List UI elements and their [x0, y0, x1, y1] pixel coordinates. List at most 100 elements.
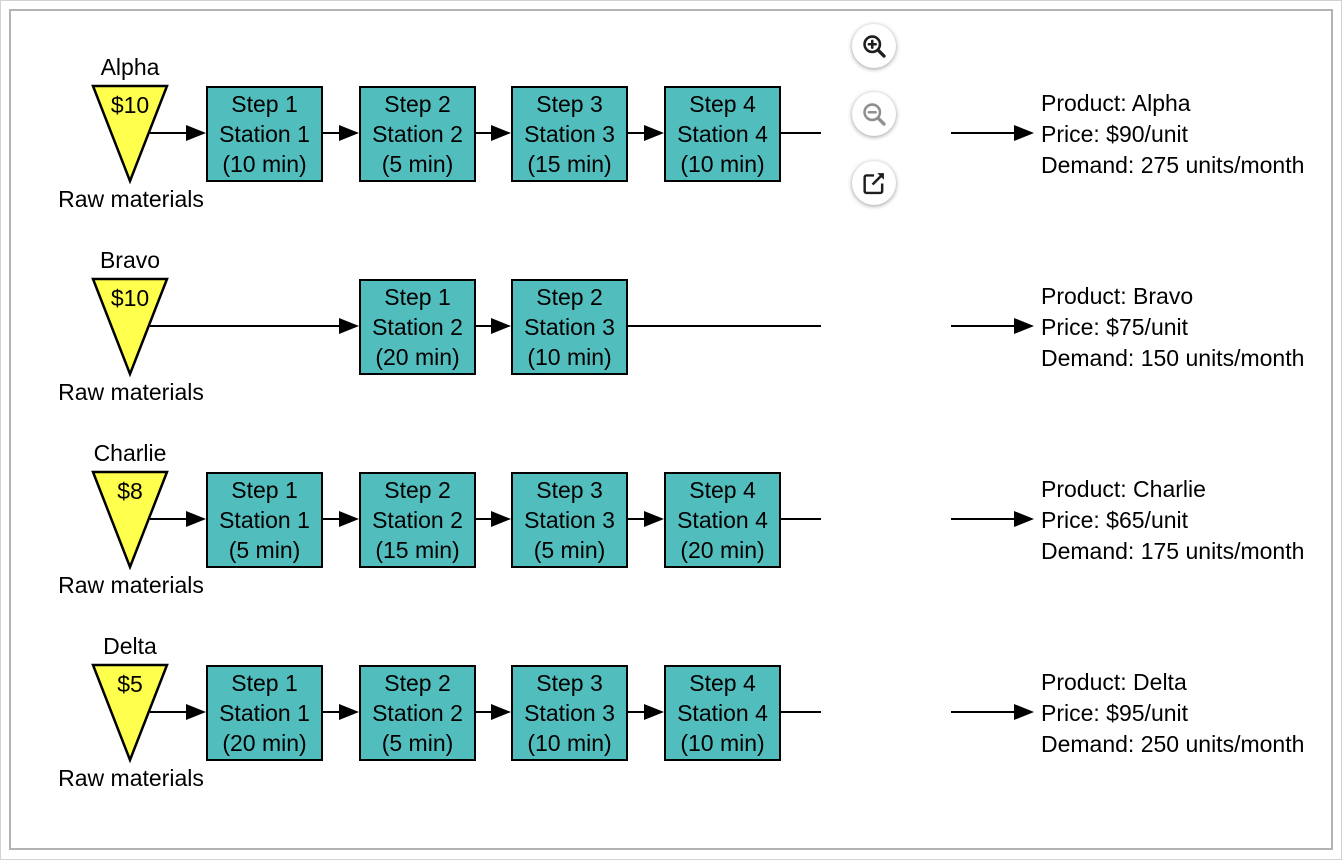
- station-time-label: (10 min): [527, 344, 612, 370]
- station-name-label: Station 3: [524, 507, 615, 533]
- station-step-label: Step 4: [689, 477, 756, 503]
- flow-line: [476, 132, 491, 134]
- raw-materials-label: Raw materials: [58, 379, 204, 405]
- flow-arrowhead: [644, 704, 664, 720]
- info-product-line: Product: Bravo: [1041, 283, 1194, 309]
- station-step-label: Step 2: [384, 91, 451, 117]
- station-box: Step 2 Station 3 (10 min): [511, 279, 628, 375]
- product-name-label: Alpha: [100, 54, 160, 80]
- product-name-label: Bravo: [99, 247, 161, 273]
- flow-arrowhead: [491, 511, 511, 527]
- product-info: Product: Delta Price: $95/unit Demand: 2…: [1041, 667, 1304, 760]
- info-demand-line: Demand: 150 units/month: [1041, 345, 1305, 371]
- flow-line: [781, 132, 821, 134]
- product-row: Bravo $10 Raw materials Step 1 Station 2…: [1, 247, 1341, 442]
- station-name-label: Station 1: [219, 121, 310, 147]
- flow-line: [476, 325, 491, 327]
- station-name-label: Station 2: [372, 314, 463, 340]
- station-name-label: Station 3: [524, 121, 615, 147]
- station-time-label: (20 min): [222, 730, 307, 756]
- flow-line: [323, 711, 339, 713]
- flow-line: [150, 518, 186, 520]
- info-demand-line: Demand: 175 units/month: [1041, 538, 1305, 564]
- station-name-label: Station 4: [677, 507, 768, 533]
- flow-line: [628, 518, 644, 520]
- zoom-out-button[interactable]: [852, 92, 896, 136]
- station-box: Step 1 Station 1 (5 min): [206, 472, 323, 568]
- raw-cost-label: $8: [117, 478, 143, 504]
- station-name-label: Station 3: [524, 700, 615, 726]
- station-step-label: Step 4: [689, 670, 756, 696]
- station-name-label: Station 2: [372, 700, 463, 726]
- flow-line: [628, 325, 821, 327]
- station-step-label: Step 1: [231, 670, 298, 696]
- station-name-label: Station 3: [524, 314, 615, 340]
- flow-arrowhead-final: [1014, 318, 1034, 334]
- raw-materials-label: Raw materials: [58, 572, 204, 598]
- station-step-label: Step 4: [689, 91, 756, 117]
- station-time-label: (20 min): [680, 537, 765, 563]
- raw-materials-label: Raw materials: [58, 186, 204, 212]
- flow-line-final: [951, 325, 1014, 327]
- product-row: Delta $5 Raw materials Step 1 Station 1 …: [1, 633, 1341, 828]
- station-box: Step 4 Station 4 (10 min): [664, 665, 781, 761]
- flow-arrowhead: [186, 704, 206, 720]
- flow-arrowhead-final: [1014, 704, 1034, 720]
- flow-arrowhead: [491, 318, 511, 334]
- flow-arrowhead: [339, 704, 359, 720]
- flow-arrowhead: [339, 125, 359, 141]
- station-time-label: (10 min): [222, 151, 307, 177]
- flow-arrowhead: [644, 125, 664, 141]
- flow-line: [323, 518, 339, 520]
- raw-cost-label: $10: [110, 285, 150, 311]
- product-row: Charlie $8 Raw materials Step 1 Station …: [1, 440, 1341, 635]
- station-name-label: Station 1: [219, 507, 310, 533]
- open-external-button[interactable]: [852, 161, 896, 205]
- station-box: Step 1 Station 2 (20 min): [359, 279, 476, 375]
- station-box: Step 3 Station 3 (10 min): [511, 665, 628, 761]
- station-time-label: (15 min): [527, 151, 612, 177]
- info-product-line: Product: Delta: [1041, 669, 1187, 695]
- station-step-label: Step 2: [384, 670, 451, 696]
- product-info: Product: Charlie Price: $65/unit Demand:…: [1041, 474, 1304, 567]
- zoom-in-button[interactable]: [852, 24, 896, 68]
- station-time-label: (10 min): [527, 730, 612, 756]
- station-name-label: Station 2: [372, 507, 463, 533]
- station-box: Step 3 Station 3 (15 min): [511, 86, 628, 182]
- station-time-label: (10 min): [680, 151, 765, 177]
- flow-arrowhead-final: [1014, 125, 1034, 141]
- raw-materials-label: Raw materials: [58, 765, 204, 791]
- flow-arrowhead: [491, 704, 511, 720]
- flow-arrowhead: [339, 318, 359, 334]
- flow-arrowhead: [339, 511, 359, 527]
- product-row: Alpha $10 Raw materials Step 1 Station 1…: [1, 54, 1341, 249]
- flow-line: [476, 711, 491, 713]
- station-name-label: Station 4: [677, 121, 768, 147]
- station-time-label: (20 min): [375, 344, 460, 370]
- station-step-label: Step 3: [536, 670, 603, 696]
- station-box: Step 2 Station 2 (5 min): [359, 665, 476, 761]
- station-box: Step 4 Station 4 (10 min): [664, 86, 781, 182]
- product-name-label: Charlie: [93, 440, 167, 466]
- station-time-label: (5 min): [381, 151, 454, 177]
- raw-cost-label: $5: [117, 671, 143, 697]
- station-step-label: Step 2: [384, 477, 451, 503]
- info-price-line: Price: $65/unit: [1041, 507, 1189, 533]
- zoom-out-icon: [860, 100, 888, 128]
- flow-line: [781, 711, 821, 713]
- flow-line: [323, 132, 339, 134]
- station-box: Step 1 Station 1 (20 min): [206, 665, 323, 761]
- info-demand-line: Demand: 250 units/month: [1041, 731, 1305, 757]
- station-time-label: (10 min): [680, 730, 765, 756]
- station-time-label: (15 min): [375, 537, 460, 563]
- station-box: Step 2 Station 2 (15 min): [359, 472, 476, 568]
- station-box: Step 3 Station 3 (5 min): [511, 472, 628, 568]
- raw-cost-label: $10: [110, 92, 150, 118]
- flow-arrowhead-final: [1014, 511, 1034, 527]
- flow-arrowhead: [186, 125, 206, 141]
- flow-line: [628, 132, 644, 134]
- raw-materials-triangle: [91, 277, 169, 377]
- station-step-label: Step 1: [231, 477, 298, 503]
- station-time-label: (5 min): [381, 730, 454, 756]
- station-step-label: Step 2: [536, 284, 603, 310]
